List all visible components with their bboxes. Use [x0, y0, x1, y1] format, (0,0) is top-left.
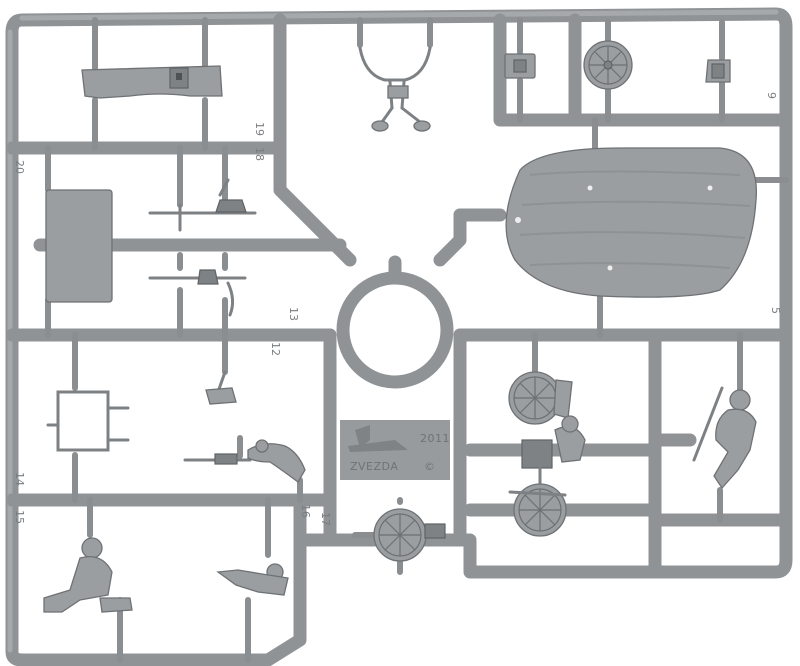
part-wheel-lower [508, 483, 567, 537]
part-oval-panel [505, 117, 789, 338]
part-wheel-upper [508, 332, 573, 425]
part-small-wheel [583, 19, 633, 123]
part-handlebar [357, 17, 433, 132]
tab-number-12: 12 [269, 342, 282, 356]
logo-copyright: © [424, 460, 436, 473]
part-prone-soldier [183, 435, 306, 503]
tab-number-17: 17 [319, 512, 332, 526]
part-flat-plate [33, 145, 347, 338]
part-wheel-bottom [352, 497, 446, 575]
part-rifle-lower [148, 252, 247, 338]
part-rifle-upper [148, 145, 257, 232]
tab-number-19: 19 [253, 122, 266, 136]
tab-number-9: 9 [765, 92, 778, 99]
part-small-box [504, 17, 536, 123]
logo-brand: ZVEZDA [350, 460, 398, 473]
part-crank [205, 332, 237, 405]
tab-number-15: 15 [13, 510, 26, 524]
tab-number-14: 14 [13, 472, 26, 486]
part-motorcycle-body [521, 415, 586, 487]
part-kneeling-soldier [216, 497, 289, 663]
tab-number-20: 20 [13, 160, 26, 174]
tab-number-18: 18 [253, 147, 266, 161]
part-seated-soldier [43, 497, 133, 663]
outer-runner [5, 7, 793, 666]
zvezda-logo-plate: 2011 ZVEZDA © [340, 420, 450, 480]
part-bracket-top-left [81, 17, 223, 151]
tab-numbers: 20 19 18 13 12 9 5 14 15 16 17 [13, 92, 782, 526]
part-soldier-rifle [692, 332, 757, 523]
part-frame-square [46, 332, 130, 503]
logo-year: 2011 [420, 432, 450, 445]
tab-number-13: 13 [287, 307, 300, 321]
tab-number-5: 5 [769, 307, 782, 314]
tab-number-16: 16 [299, 504, 312, 518]
part-pedal-bracket [705, 19, 731, 123]
